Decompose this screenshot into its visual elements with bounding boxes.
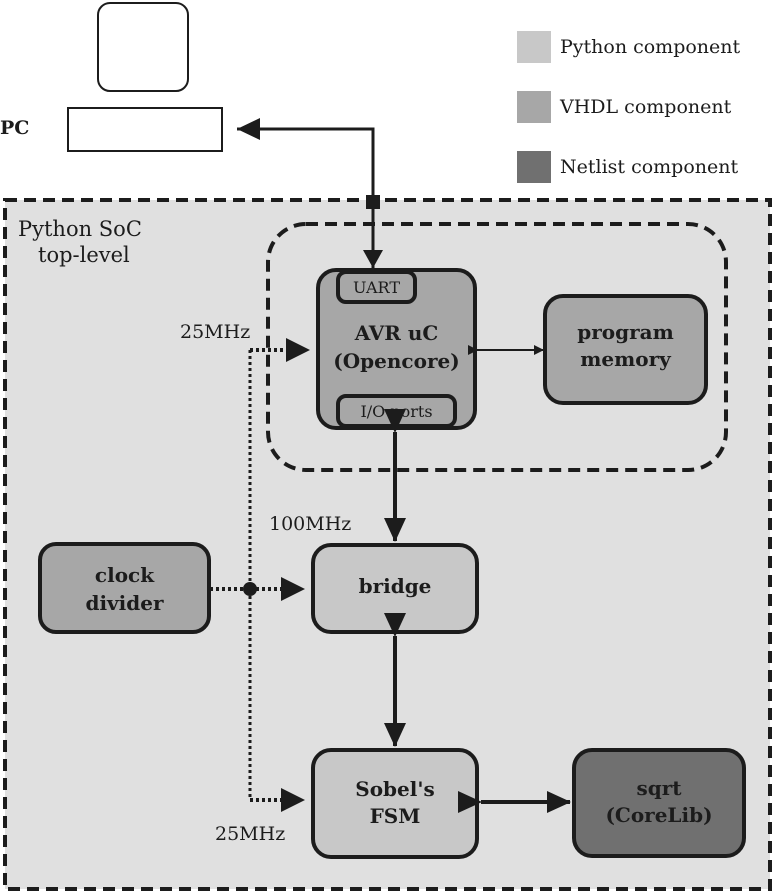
uart-label: UART (353, 278, 400, 297)
clock-arrow-avr (286, 338, 310, 362)
clock-network (210, 348, 286, 802)
sqrt-block: sqrt (CoreLib) (572, 748, 746, 858)
clock-divider-line1: clock (95, 563, 155, 587)
sqrt-line2: (CoreLib) (605, 803, 712, 827)
legend-swatch-vhdl (517, 91, 551, 123)
legend-swatch-python (517, 31, 551, 63)
legend-label-netlist: Netlist component (560, 156, 738, 178)
legend-swatch-netlist (517, 151, 551, 183)
clock-label-sobel: 25MHz (215, 823, 285, 845)
clock-label-bridge: 100MHz (269, 513, 351, 535)
avr-title-line1: AVR uC (354, 321, 439, 345)
pc-base (67, 107, 223, 152)
bridge-block: bridge (311, 543, 479, 634)
sobel-fsm-line2: FSM (370, 804, 421, 828)
clock-divider-line2: divider (85, 591, 164, 615)
bridge-label: bridge (359, 574, 432, 598)
sqrt-box (572, 748, 746, 858)
program-memory-block: program memory (543, 294, 708, 405)
avr-title-line2: (Opencore) (333, 349, 459, 373)
avr-block: UART AVR uC (Opencore) I/O ports (316, 268, 477, 430)
cpu-subsystem-group (266, 222, 728, 472)
clock-divider-box (38, 542, 211, 634)
clock-junction (243, 582, 257, 596)
program-memory-box (543, 294, 708, 405)
uart-port (336, 270, 417, 304)
sobel-fsm-line1: Sobel's (355, 777, 434, 801)
clock-divider-block: clock divider (38, 542, 211, 634)
sqrt-line1: sqrt (636, 776, 682, 800)
clock-arrow-sobel (281, 788, 305, 812)
pc-monitor (97, 2, 189, 92)
soc-title-line1: Python SoC (18, 217, 142, 241)
legend-label-vhdl: VHDL component (559, 96, 732, 118)
pc: PC (0, 2, 223, 152)
io-ports-label: I/O ports (360, 402, 432, 421)
program-memory-line1: program (577, 320, 674, 344)
legend-label-python: Python component (560, 36, 741, 58)
clock-label-avr: 25MHz (180, 321, 250, 343)
pc-label: PC (0, 117, 29, 139)
soc-title-line2: top-level (38, 243, 130, 267)
program-memory-line2: memory (580, 347, 672, 371)
legend: Python component VHDL component Netlist … (517, 31, 741, 183)
clock-arrow-bridge (281, 577, 305, 601)
pc-link-port (366, 195, 380, 209)
sobel-fsm-block: Sobel's FSM (311, 748, 479, 859)
